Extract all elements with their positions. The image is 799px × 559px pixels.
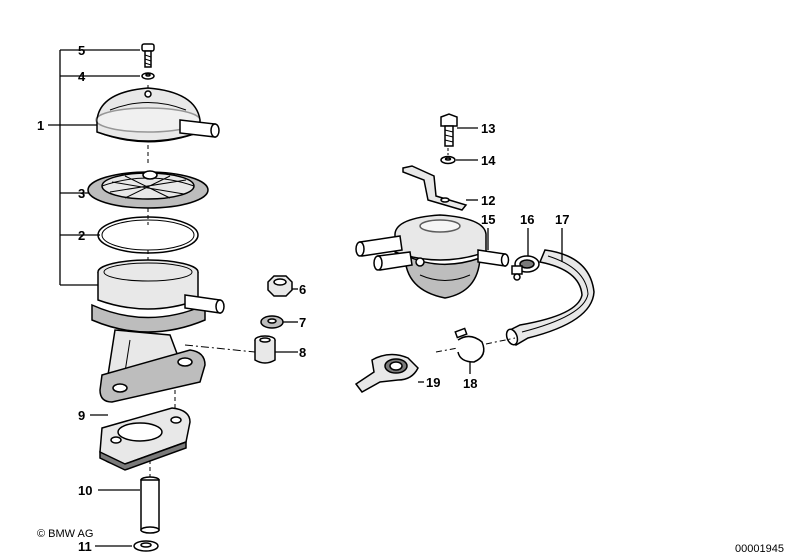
clip-18 <box>454 327 485 363</box>
pump-cover <box>95 87 220 143</box>
spacer-9 <box>99 407 191 471</box>
label-14: 14 <box>481 153 496 168</box>
label-16: 16 <box>520 212 534 227</box>
diaphragm-3 <box>87 170 209 209</box>
label-2: 2 <box>78 228 85 243</box>
label-5: 5 <box>78 43 85 58</box>
label-1: 1 <box>37 118 44 133</box>
nut-6 <box>267 275 293 297</box>
label-13: 13 <box>481 121 495 136</box>
fuel-pump-assembly <box>48 43 298 552</box>
copyright-text: © BMW AG <box>37 528 93 540</box>
label-8: 8 <box>299 345 306 360</box>
pump-body <box>91 259 225 403</box>
label-9: 9 <box>78 408 85 423</box>
drawing-id: 00001945 <box>735 543 784 555</box>
leader-bracket-1 <box>48 49 140 547</box>
screw-5 <box>141 43 155 68</box>
label-19: 19 <box>426 375 440 390</box>
push-rod-10 <box>140 476 160 534</box>
label-10: 10 <box>78 483 92 498</box>
washer-14 <box>440 155 456 165</box>
filter-assembly <box>354 113 595 393</box>
label-12: 12 <box>481 193 495 208</box>
grommet-19 <box>354 353 419 393</box>
label-3: 3 <box>78 186 85 201</box>
fuel-hose-17 <box>505 249 595 347</box>
label-6: 6 <box>299 282 306 297</box>
label-15: 15 <box>481 212 495 227</box>
bracket-12 <box>402 165 468 211</box>
bolt-13 <box>440 113 458 147</box>
label-11: 11 <box>78 539 92 554</box>
label-4: 4 <box>78 69 86 84</box>
filter-housing-15 <box>355 214 510 299</box>
part-labels: 1 2 3 4 5 6 7 8 9 10 11 12 13 14 15 16 1… <box>37 43 569 554</box>
washer-7 <box>260 315 284 329</box>
seal-ring-11 <box>133 540 159 552</box>
label-7: 7 <box>299 315 306 330</box>
label-17: 17 <box>555 212 569 227</box>
sleeve-8 <box>254 335 276 364</box>
washer-4 <box>141 72 155 80</box>
label-18: 18 <box>463 376 477 391</box>
hose-clamp-16 <box>511 255 540 281</box>
gasket-ring-2 <box>97 216 199 254</box>
